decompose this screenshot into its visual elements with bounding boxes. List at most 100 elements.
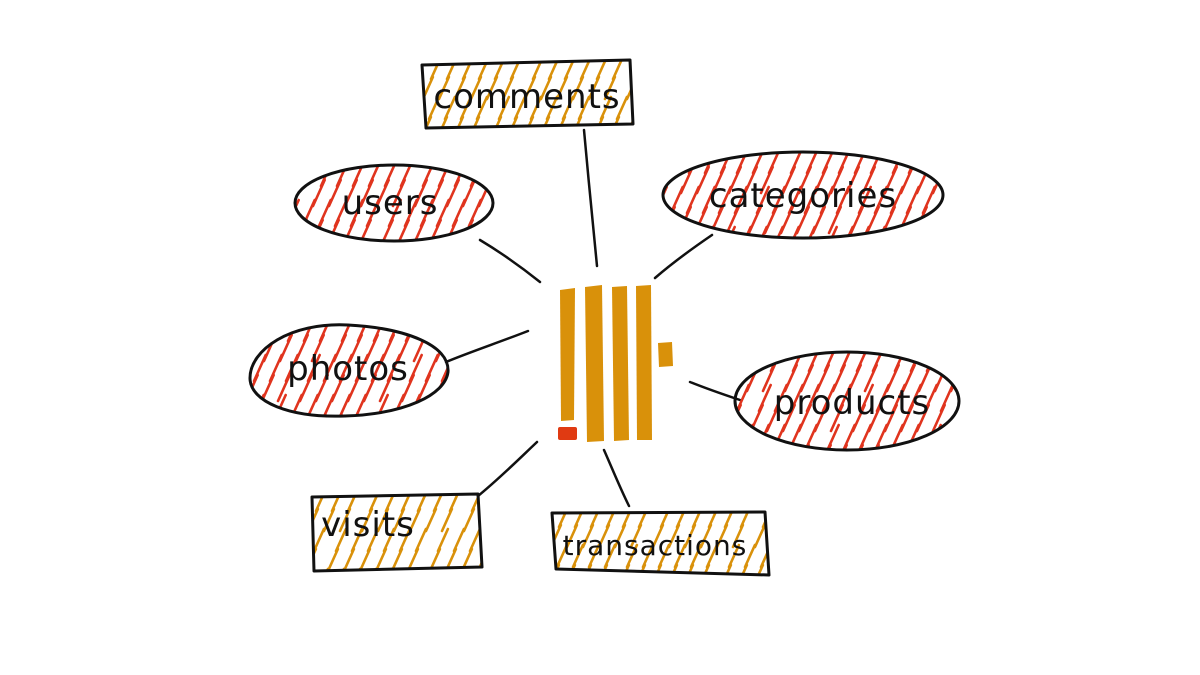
connector-comments (582, 128, 599, 268)
hatch-line (787, 423, 803, 450)
hatch-line (753, 523, 767, 549)
hatch-line (350, 527, 364, 553)
hatch-line (552, 543, 553, 569)
hatch-line (683, 523, 697, 549)
hatch-line (366, 413, 382, 417)
hatch-line (398, 413, 414, 417)
hatch-line (432, 494, 446, 513)
hatch-line (969, 445, 981, 471)
hatch-line (310, 333, 326, 363)
hatch-line (509, 60, 523, 81)
hub-document-store-icon (558, 285, 673, 442)
hatch-line (328, 413, 344, 417)
hatch-line (963, 385, 975, 411)
node-comments: comments (420, 57, 645, 130)
node-transactions: transactions (537, 505, 781, 577)
hatch-line (641, 543, 655, 569)
hatch-line (697, 563, 711, 575)
hatch-line (451, 115, 465, 128)
node-categories: categories (661, 150, 961, 240)
hatch-line (561, 95, 575, 121)
hatch (312, 494, 482, 571)
hatch-line (453, 75, 467, 101)
hatch-line (951, 443, 959, 450)
hatch-line (755, 423, 771, 450)
hatch-line (495, 180, 507, 206)
hatch-line (657, 543, 671, 569)
hatch-line (617, 563, 631, 575)
hatch-line (737, 352, 753, 373)
hatch-line (424, 507, 438, 533)
hatch-line (434, 567, 448, 571)
hatch-line (430, 413, 446, 417)
hatch-line (312, 413, 328, 417)
hatch-line (855, 225, 871, 238)
hatch-line (971, 405, 983, 431)
hatch-line (923, 152, 939, 175)
hatch-line (651, 523, 665, 549)
hub-bar-3 (612, 286, 629, 441)
hatch-line (427, 95, 441, 121)
hub-small-block (658, 342, 673, 367)
hatch-line (681, 563, 695, 575)
hatch-line (295, 218, 309, 241)
hatch-line (395, 218, 411, 241)
hatch-line (949, 167, 961, 193)
hatch (537, 505, 781, 575)
hatch-line (625, 543, 639, 569)
hatch-line (467, 115, 481, 128)
hatch-line (603, 543, 617, 569)
hatch-line (312, 567, 314, 571)
hatch-line (380, 567, 394, 571)
hatch-line (469, 75, 483, 101)
hatch-line (779, 443, 795, 450)
hatch-line (737, 225, 753, 238)
hatch-line (635, 57, 645, 79)
hatch-line (312, 527, 326, 553)
hatch-line (771, 525, 781, 547)
hatch-line (456, 395, 468, 421)
hatch-line (358, 547, 372, 571)
node-label-categories: categories (709, 176, 897, 216)
hatch-line (939, 152, 943, 175)
hatch-line (382, 527, 396, 553)
hatch-line (422, 95, 425, 121)
hatch-line (545, 95, 559, 121)
hatch-line (348, 567, 362, 571)
hub-bar-2 (585, 285, 604, 442)
hatch-line (557, 512, 571, 529)
hatch-line (450, 375, 462, 401)
hatch-line (739, 423, 755, 450)
hatch-line (326, 547, 340, 571)
hatch-line (903, 225, 919, 238)
hatch-line (569, 115, 583, 128)
hatch-line (330, 494, 344, 513)
hatch-line (751, 563, 765, 575)
hatch-line (250, 413, 257, 417)
hatch-line (296, 413, 312, 417)
hatch-line (767, 563, 769, 575)
hatch-line (497, 95, 511, 121)
hatch-line (360, 507, 374, 533)
hatch-line (390, 547, 404, 571)
hatch-line (615, 95, 629, 121)
hatch-line (595, 563, 609, 575)
hatch (663, 152, 961, 238)
hatch-line (489, 115, 503, 128)
hatch-line (374, 547, 388, 571)
connector-users (478, 238, 542, 284)
hatch-line (539, 75, 553, 101)
hatch-line (382, 413, 398, 417)
hatch-line (402, 567, 416, 571)
hatch-line (485, 165, 493, 188)
hatch-line (446, 413, 449, 417)
hatch-line (537, 505, 547, 527)
node-visits: visits (310, 492, 484, 573)
hatch-line (411, 218, 427, 241)
hatch-line (304, 393, 320, 417)
hatch-line (553, 115, 567, 128)
hatch-line (408, 507, 422, 533)
hatch-line (897, 443, 913, 450)
connector-transactions (602, 448, 631, 508)
hatch-line (342, 547, 356, 571)
